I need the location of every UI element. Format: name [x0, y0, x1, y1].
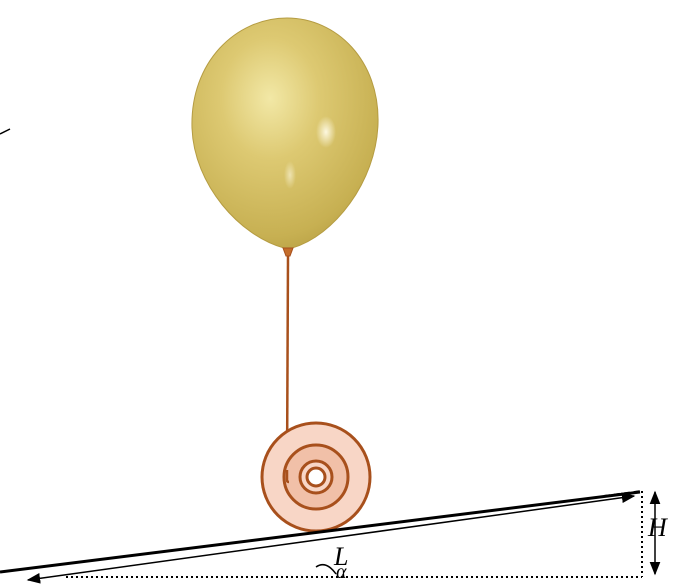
- balloon-knot: [282, 247, 294, 257]
- spool-center-hole: [305, 466, 327, 488]
- balloon-highlight-small: [284, 161, 296, 189]
- spool: [260, 421, 372, 533]
- height-label: H: [648, 513, 667, 542]
- balloon-body: [191, 17, 379, 249]
- incline-surface-dashed: [603, 490, 643, 497]
- balloon-highlight: [316, 116, 336, 148]
- length-arrow: [26, 492, 636, 584]
- balloon: [191, 17, 379, 257]
- spool-string-wrap: [285, 470, 290, 484]
- angle-arc: [315, 563, 337, 575]
- length-label: L: [334, 542, 349, 571]
- angle-label: α: [336, 561, 347, 583]
- stray-tick-mark: [0, 128, 11, 135]
